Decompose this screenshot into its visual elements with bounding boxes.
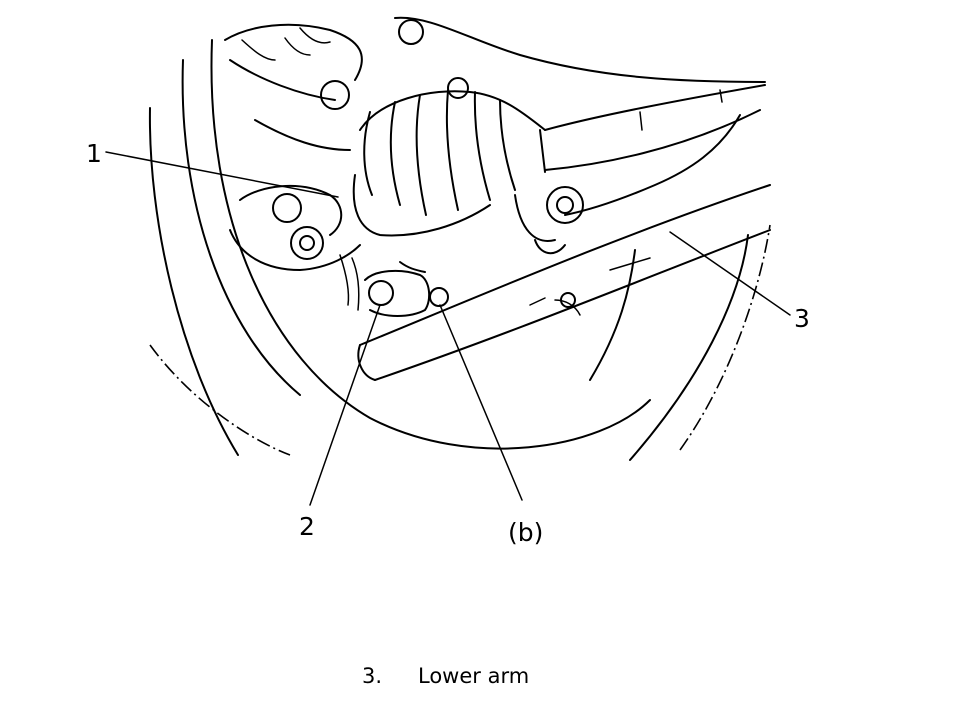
wheel-rim-arcs — [148, 39, 771, 461]
bracket-bolt — [229, 184, 361, 311]
drive-shaft-boot — [352, 77, 546, 237]
callout-3: 3 — [794, 304, 810, 333]
figure-caption: 3. Lower arm — [362, 664, 529, 688]
leader-lines — [105, 151, 791, 506]
caption-number: 3. — [362, 664, 383, 688]
callout-2: 2 — [299, 512, 315, 541]
center-bolt-and-nut — [364, 261, 449, 317]
lower-arm — [357, 184, 771, 381]
ball-joint-right — [514, 186, 584, 255]
callout-b: (b) — [508, 518, 544, 547]
callout-1: 1 — [86, 139, 102, 168]
knuckle-housing — [224, 16, 766, 151]
caption-text: Lower arm — [418, 664, 530, 688]
shaft-beam — [539, 84, 766, 216]
